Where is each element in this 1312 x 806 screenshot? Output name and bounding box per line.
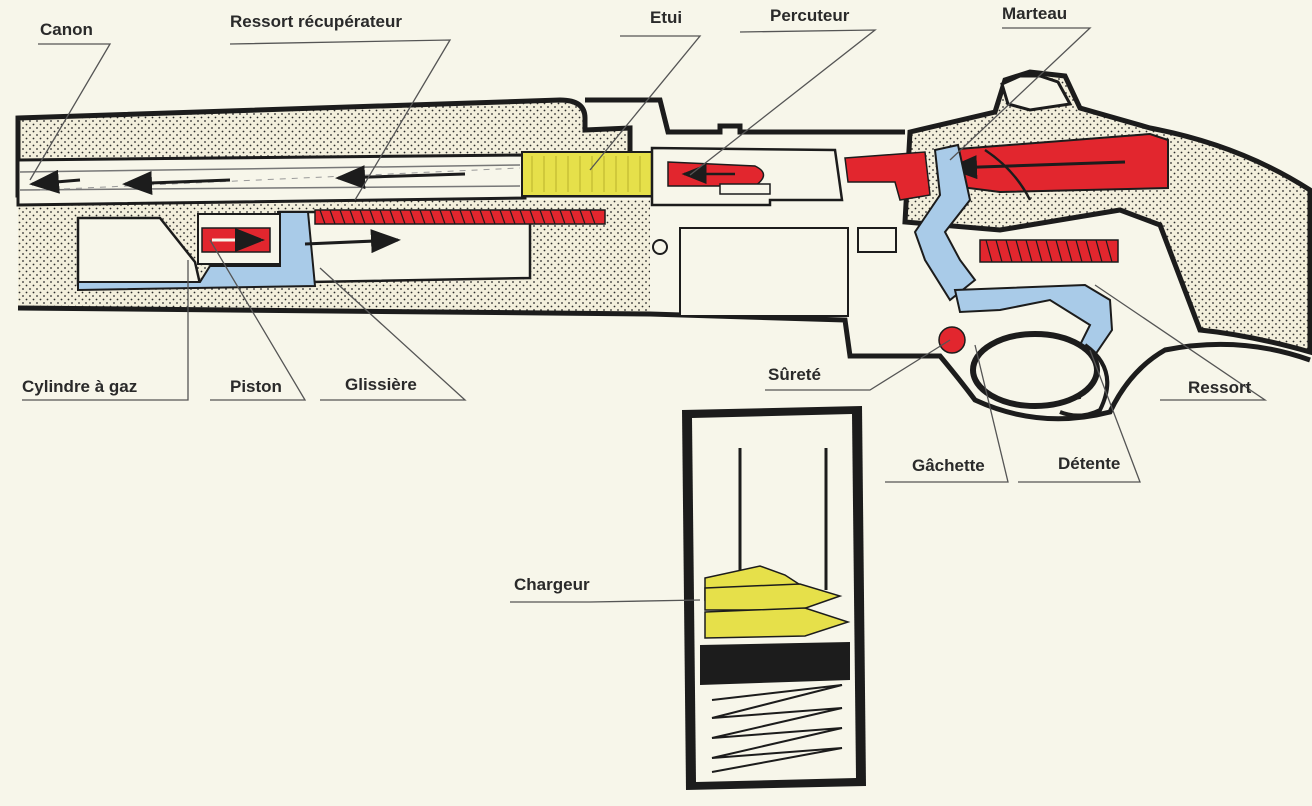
magazine xyxy=(682,406,866,790)
recoil-spring xyxy=(314,209,606,225)
label-canon: Canon xyxy=(40,20,93,39)
bore-arrow-1 xyxy=(29,169,81,194)
hammer-blue xyxy=(913,143,977,302)
cartridge-case xyxy=(521,151,655,197)
stock-comb-notch xyxy=(1000,74,1073,112)
label-detente: Détente xyxy=(1058,454,1121,473)
receiver-window xyxy=(679,227,849,317)
slide-channel xyxy=(76,216,202,286)
leader-lines xyxy=(22,27,1268,603)
label-ressort: Ressort xyxy=(1188,378,1252,397)
hammer-spring xyxy=(979,239,1119,263)
label-piston: Piston xyxy=(230,377,282,396)
label-etui: Etui xyxy=(650,8,683,27)
stock-bottom-line xyxy=(17,305,1311,422)
label-chargeur: Chargeur xyxy=(514,575,590,594)
label-ressort-recuperateur: Ressort récupérateur xyxy=(230,12,402,31)
label-glissiere: Glissière xyxy=(345,375,417,394)
label-gachette: Gâchette xyxy=(912,456,985,475)
safety-button-red xyxy=(938,326,966,354)
label-surete: Sûreté xyxy=(768,365,821,384)
label-cylindre-a-gaz: Cylindre à gaz xyxy=(22,377,138,396)
receiver-outline xyxy=(585,97,905,135)
bore-arrow-3 xyxy=(335,165,466,190)
stock-rear xyxy=(902,69,1312,356)
glissiere-blue xyxy=(77,211,317,292)
sear-block-red xyxy=(844,151,931,201)
label-percuteur: Percuteur xyxy=(770,6,850,25)
trigger-guard-ring xyxy=(970,331,1100,409)
bore-arrow-2 xyxy=(122,170,231,195)
label-marteau: Marteau xyxy=(1002,4,1068,23)
barrel-bore xyxy=(16,153,527,207)
slide-arrow xyxy=(304,229,401,254)
